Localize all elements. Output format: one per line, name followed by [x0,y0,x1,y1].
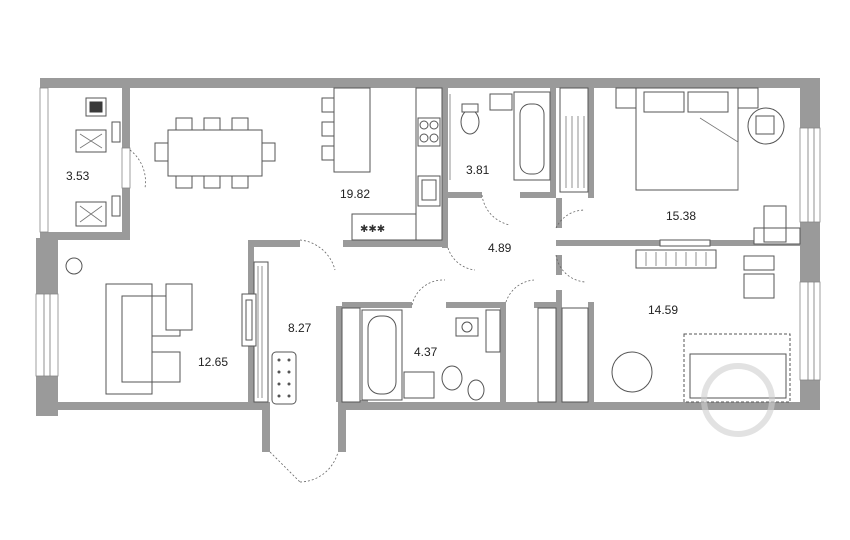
bathroom-bottom-furniture [361,309,501,401]
area-labels: 3.53 19.82 3.81 4.89 15.38 12.65 8.27 4.… [66,163,696,369]
bathroom-top-furniture [449,91,551,181]
area-label-hall: 4.89 [488,241,512,255]
area-label-balcony: 3.53 [66,169,90,183]
living-room-furniture [65,257,297,405]
area-label-bedroom-bottom: 14.59 [648,303,678,317]
windows [35,87,821,381]
svg-text:✱✱✱: ✱✱✱ [360,224,385,235]
area-label-bedroom-top: 15.38 [666,209,696,223]
area-label-living-room: 12.65 [198,355,228,369]
area-label-kitchen: 19.82 [340,187,370,201]
balcony-furniture [75,97,121,227]
kitchen-furniture: ✱✱✱ [154,87,443,241]
doors [129,149,586,483]
area-label-corridor: 8.27 [288,321,312,335]
bedroom-top-furniture [559,87,801,247]
area-label-bathroom-top: 3.81 [466,163,490,177]
area-label-bathroom-bottom: 4.37 [414,345,438,359]
bedroom-bottom-furniture [611,255,791,437]
wardrobes [253,249,717,403]
